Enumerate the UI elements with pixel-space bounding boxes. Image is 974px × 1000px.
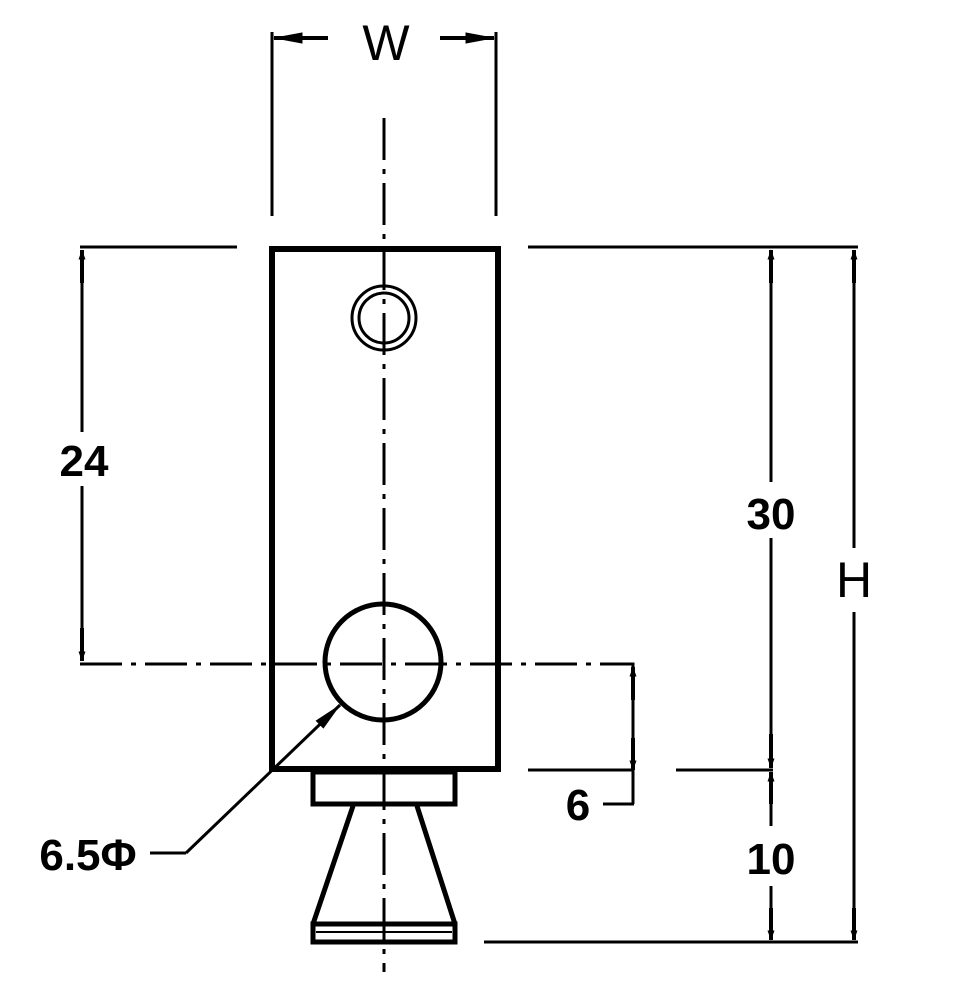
- label-width: W: [362, 15, 410, 71]
- label-10: 10: [747, 835, 796, 884]
- label-6: 6: [566, 781, 590, 830]
- horizontal-centerline: [80, 662, 635, 682]
- label-height: H: [836, 552, 872, 608]
- dimension-6: [603, 666, 637, 806]
- diameter-leader: [150, 703, 342, 855]
- width-dimension: [270, 32, 498, 216]
- base-taper: [310, 805, 458, 925]
- label-24: 24: [60, 437, 109, 486]
- label-hole-diameter: 6.5Φ: [39, 831, 136, 880]
- label-30: 30: [747, 490, 796, 539]
